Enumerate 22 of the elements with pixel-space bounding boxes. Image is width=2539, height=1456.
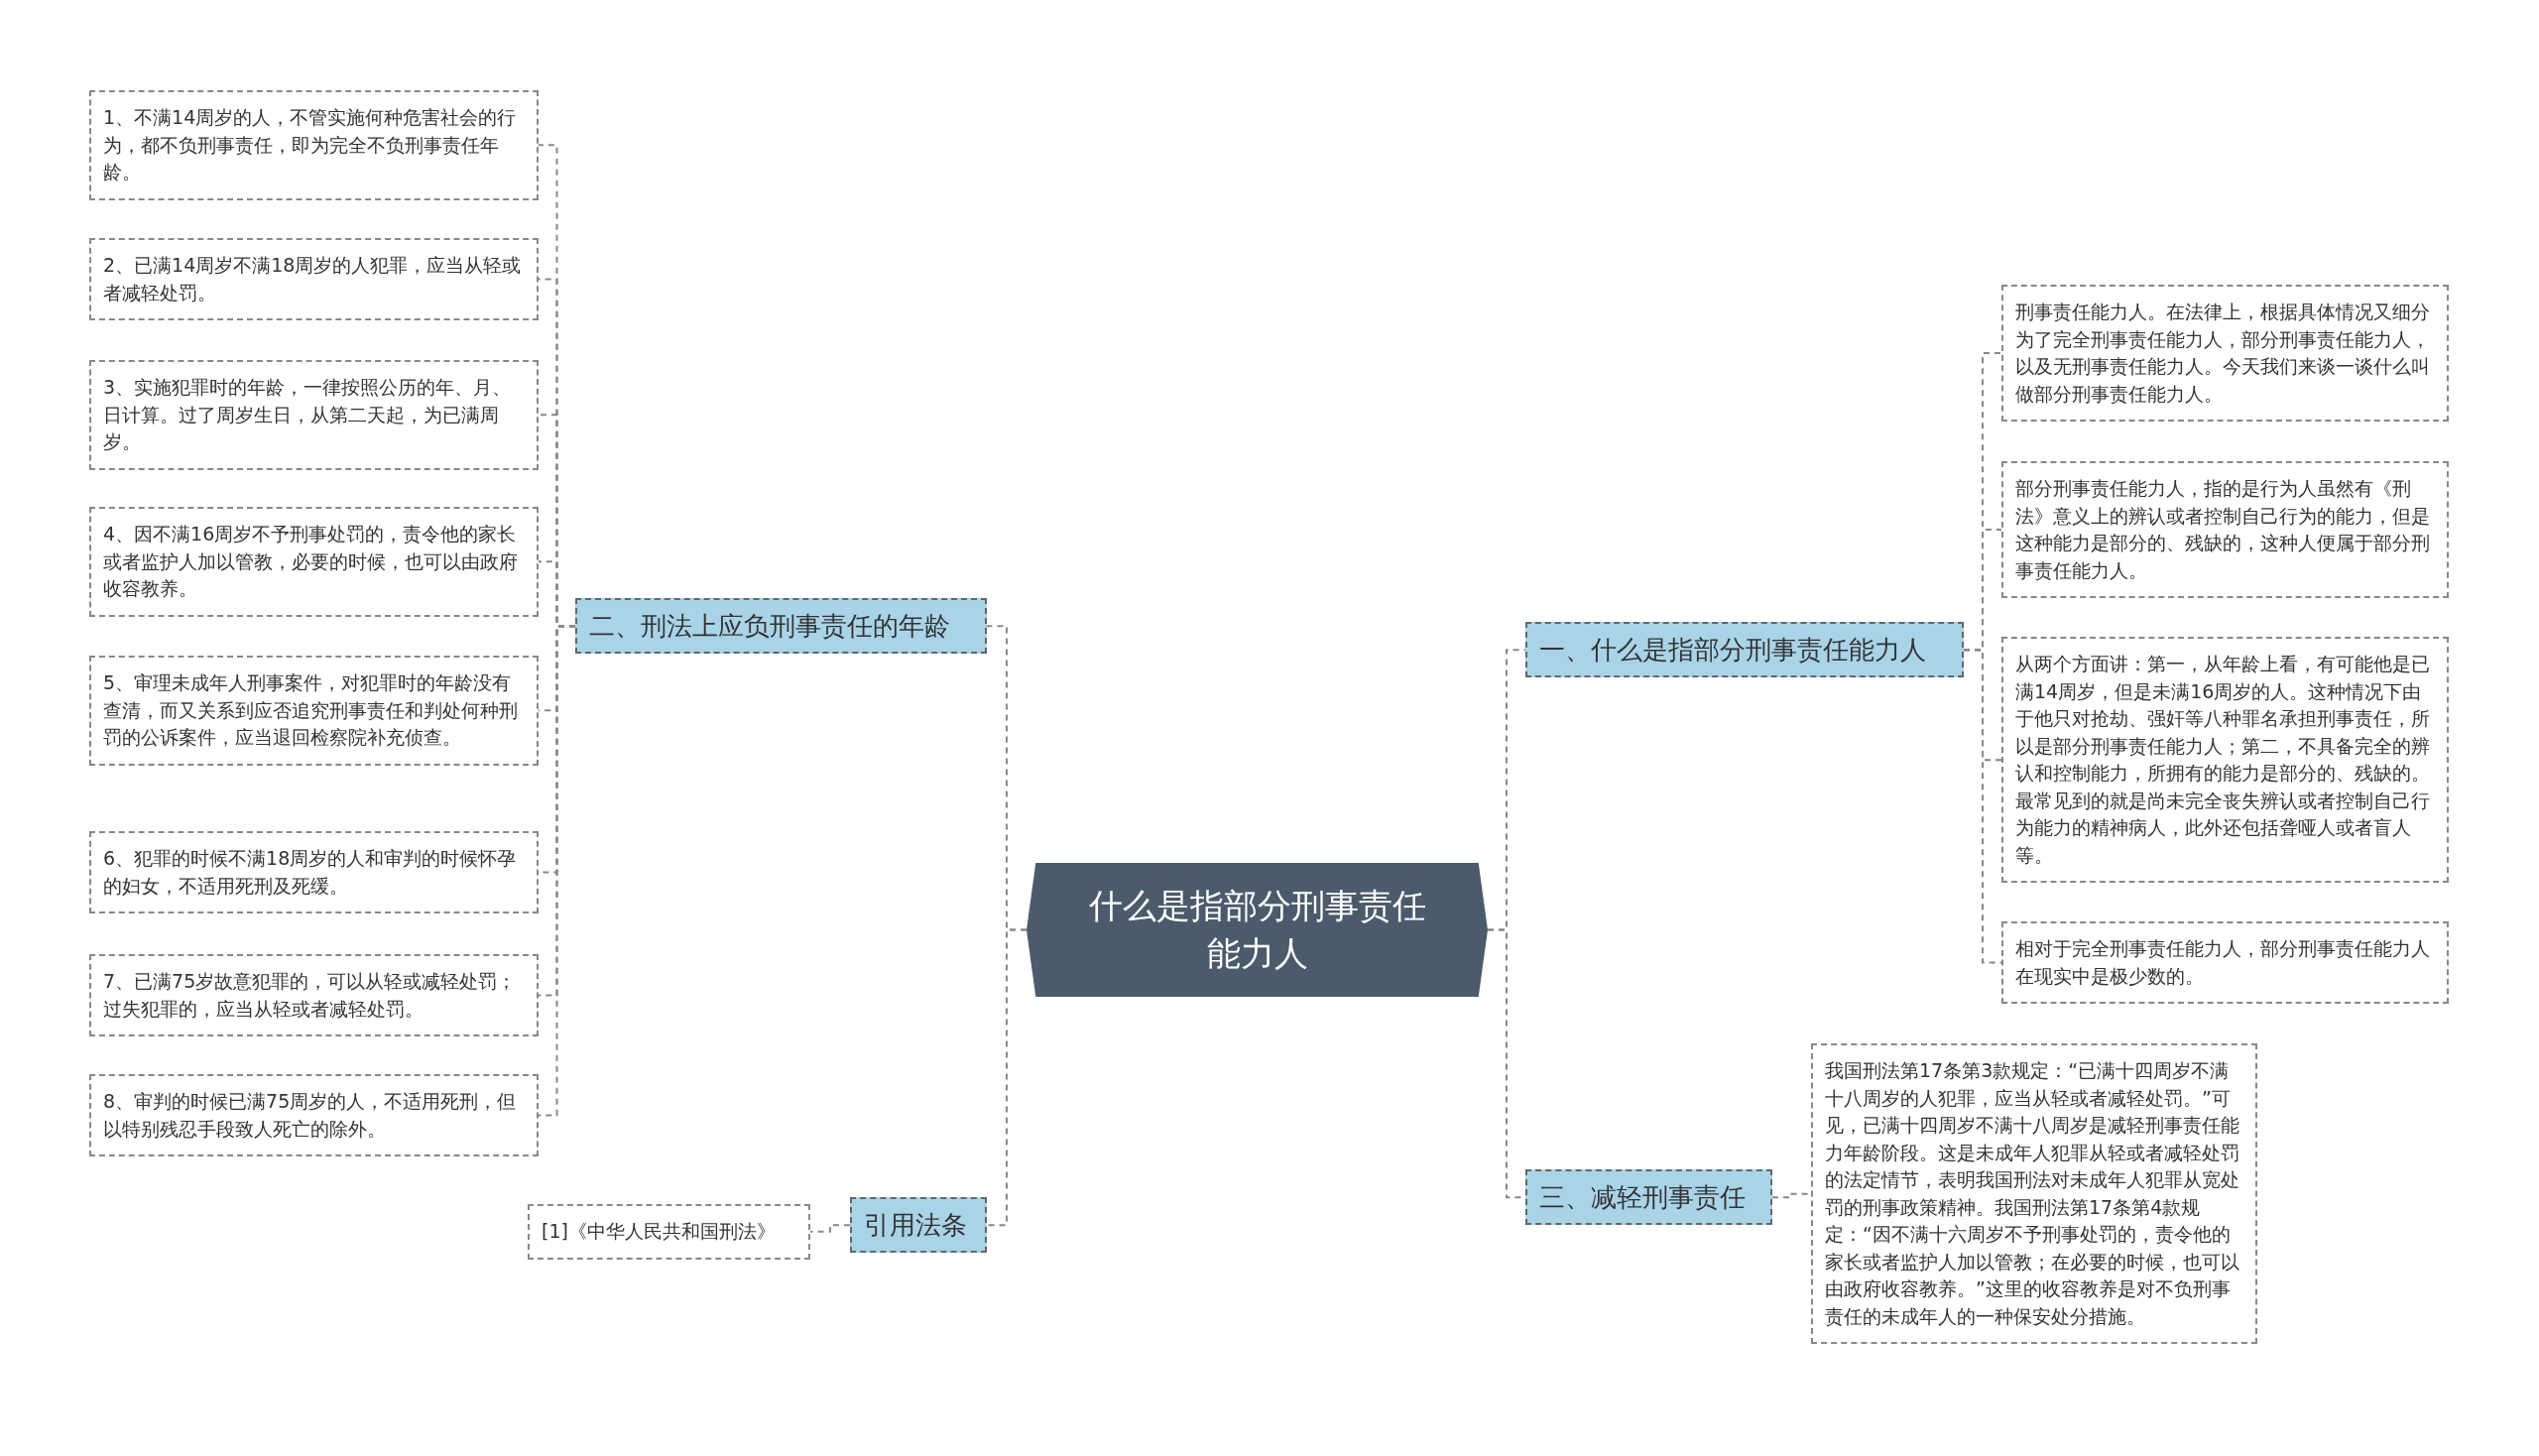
note-box: 3、实施犯罪时的年龄，一律按照公历的年、月、日计算。过了周岁生日，从第二天起，为已满周岁。 — [89, 360, 539, 470]
note-box: 部分刑事责任能力人，指的是行为人虽然有《刑法》意义上的辨认或者控制自己行为的能力，但是这种能力是部分的、残缺的，这种人便属于部分刑事责任能力人。 — [2001, 461, 2449, 599]
branch-topic: 引用法条 — [850, 1197, 987, 1254]
note-box: 4、因不满16周岁不予刑事处罚的，责令他的家长或者监护人加以管教，必要的时候，也可以由政府收容教养。 — [89, 507, 539, 617]
note-box: 从两个方面讲：第一，从年龄上看，有可能他是已满14周岁，但是未满16周岁的人。这种情况下由于他只对抢劫、强奸等八种罪名承担刑事责任，所以是部分刑事责任能力人；第二，不具备完全的辨认和控制能力，所拥有的能力是部分的、残缺的。最常见到的就是尚未完全丧失辨认或者控制自己行为能力的精神病人，此外还包括聋哑人或者盲人等。 — [2001, 637, 2449, 884]
note-box: 刑事责任能力人。在法律上，根据具体情况又细分为了完全刑事责任能力人，部分刑事责任能力人，以及无刑事责任能力人。今天我们来谈一谈什么叫做部分刑事责任能力人。 — [2001, 285, 2449, 423]
branch-topic: 二、刑法上应负刑事责任的年龄 — [575, 598, 987, 655]
note-box: 8、审判的时候已满75周岁的人，不适用死刑，但以特别残忍手段致人死亡的除外。 — [89, 1074, 539, 1157]
note-box: 我国刑法第17条第3款规定：“已满十四周岁不满十八周岁的人犯罪，应当从轻或者减轻处罚。”可见，已满十四周岁不满十八周岁是减轻刑事责任能力年龄阶段。这是未成年人犯罪从轻或者减轻处罚的法定情节，表明我国刑法对未成年人犯罪从宽处罚的刑事政策精神。我国刑法第17条第4款规定：“因不满十六周岁不予刑事处罚的，责令他的家长或者监护人加以管教；在必要的时候，也可以由政府收容教养。”这里的收容教养是对不负刑事责任的未成年人的一种保安处分措施。 — [1811, 1043, 2257, 1345]
note-box: 2、已满14周岁不满18周岁的人犯罪，应当从轻或者减轻处罚。 — [89, 238, 539, 321]
connector-line — [1963, 649, 2002, 964]
note-box: 1、不满14周岁的人，不管实施何种危害社会的行为，都不负刑事责任，即为完全不负刑事责任年龄。 — [89, 90, 539, 200]
central-topic: 什么是指部分刑事责任能力人 — [1027, 863, 1488, 998]
note-box: 5、审理未成年人刑事案件，对犯罪时的年龄没有查清，而又关系到应否追究刑事责任和判处何种刑罚的公诉案件，应当退回检察院补充侦查。 — [89, 656, 539, 766]
branch-topic: 三、减轻刑事责任 — [1525, 1169, 1772, 1226]
connector-line — [809, 1224, 851, 1233]
note-box: 7、已满75岁故意犯罪的，可以从轻或减轻处罚；过失犯罪的，应当从轻或者减轻处罚。 — [89, 954, 539, 1037]
note-box: [1]《中华人民共和国刑法》 — [528, 1204, 810, 1260]
note-box: 6、犯罪的时候不满18周岁的人和审判的时候怀孕的妇女，不适用死刑及死缓。 — [89, 831, 539, 914]
connector-line — [986, 928, 1028, 1227]
branch-topic: 一、什么是指部分刑事责任能力人 — [1525, 622, 1964, 678]
note-box: 相对于完全刑事责任能力人，部分刑事责任能力人在现实中是极少数的。 — [2001, 921, 2449, 1005]
